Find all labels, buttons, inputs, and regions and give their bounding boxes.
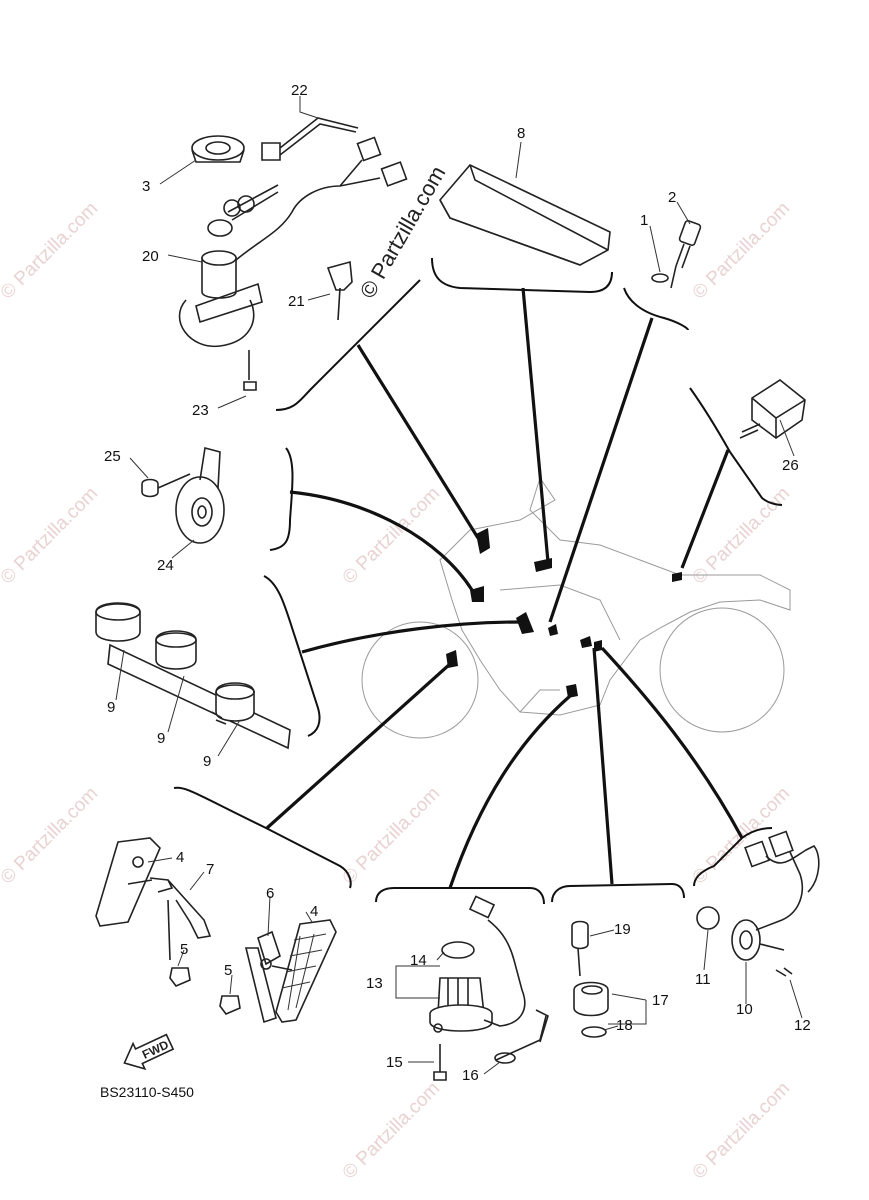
watermark-text: © Partzilla.com <box>0 783 102 888</box>
watermark-text: © Partzilla.com <box>0 198 102 303</box>
leader-lines <box>265 287 744 889</box>
relay[interactable] <box>739 379 806 439</box>
callout-12: 12 <box>794 1017 811 1034</box>
horn[interactable] <box>141 446 225 544</box>
pressure-sensor[interactable] <box>651 219 702 289</box>
callout-labels: 22 3 20 21 23 8 2 1 26 25 24 9 9 9 4 7 5… <box>104 82 811 1084</box>
callout-18: 18 <box>616 1017 633 1034</box>
forward-arrow-icon: FWD <box>123 1033 175 1071</box>
reflector-left[interactable] <box>95 837 212 987</box>
callout-pointers <box>115 96 803 1075</box>
callout-11: 11 <box>695 971 711 988</box>
callout-25: 25 <box>104 448 121 465</box>
callout-26: 26 <box>782 457 799 474</box>
callout-5b: 5 <box>224 962 232 979</box>
callout-22: 22 <box>291 82 308 99</box>
watermark-text: © Partzilla.com <box>339 783 444 888</box>
reflector-right[interactable] <box>219 919 337 1024</box>
callout-21: 21 <box>288 293 305 310</box>
watermark-text: © Partzilla.com <box>355 162 451 303</box>
callout-4a: 4 <box>176 849 184 866</box>
callout-24: 24 <box>157 557 174 574</box>
callout-23: 23 <box>192 402 209 419</box>
callout-19: 19 <box>614 921 631 938</box>
callout-1: 1 <box>640 212 648 229</box>
watermark-text: © Partzilla.com <box>339 1078 444 1183</box>
watermark-text: © Partzilla.com <box>689 198 794 303</box>
callout-6: 6 <box>266 885 274 902</box>
callout-5a: 5 <box>180 941 188 958</box>
watermark-text: © Partzilla.com <box>339 483 444 588</box>
watermark-text: © Partzilla.com <box>689 1078 794 1183</box>
callout-15: 15 <box>386 1054 403 1071</box>
callout-9a: 9 <box>107 699 115 716</box>
callout-7: 7 <box>206 861 214 878</box>
callout-9b: 9 <box>157 730 165 747</box>
callout-14: 14 <box>410 952 427 969</box>
callout-17: 17 <box>652 992 669 1009</box>
callout-8: 8 <box>517 125 525 142</box>
bike-highlights <box>446 528 682 698</box>
main-switch-assembly[interactable] <box>178 117 408 391</box>
watermark-text: © Partzilla.com <box>0 483 102 588</box>
callout-3: 3 <box>142 178 150 195</box>
fuel-sender[interactable] <box>429 895 549 1081</box>
motorcycle-silhouette <box>361 476 791 739</box>
speed-sensor[interactable] <box>696 830 820 977</box>
callout-4b: 4 <box>310 903 318 920</box>
callout-20: 20 <box>142 248 159 265</box>
diagram-code: BS23110-S450 <box>100 1084 194 1100</box>
callout-9c: 9 <box>203 753 211 770</box>
sensor-row[interactable] <box>95 602 291 750</box>
callout-13: 13 <box>366 975 383 992</box>
watermark-text: © Partzilla.com <box>689 483 794 588</box>
damper-bolt-set[interactable] <box>571 920 609 1038</box>
group-brackets <box>173 257 783 905</box>
callout-16: 16 <box>462 1067 479 1084</box>
callout-2: 2 <box>668 189 676 206</box>
callout-10: 10 <box>736 1001 753 1018</box>
watermark-layer: © Partzilla.com © Partzilla.com © Partzi… <box>0 198 794 1183</box>
